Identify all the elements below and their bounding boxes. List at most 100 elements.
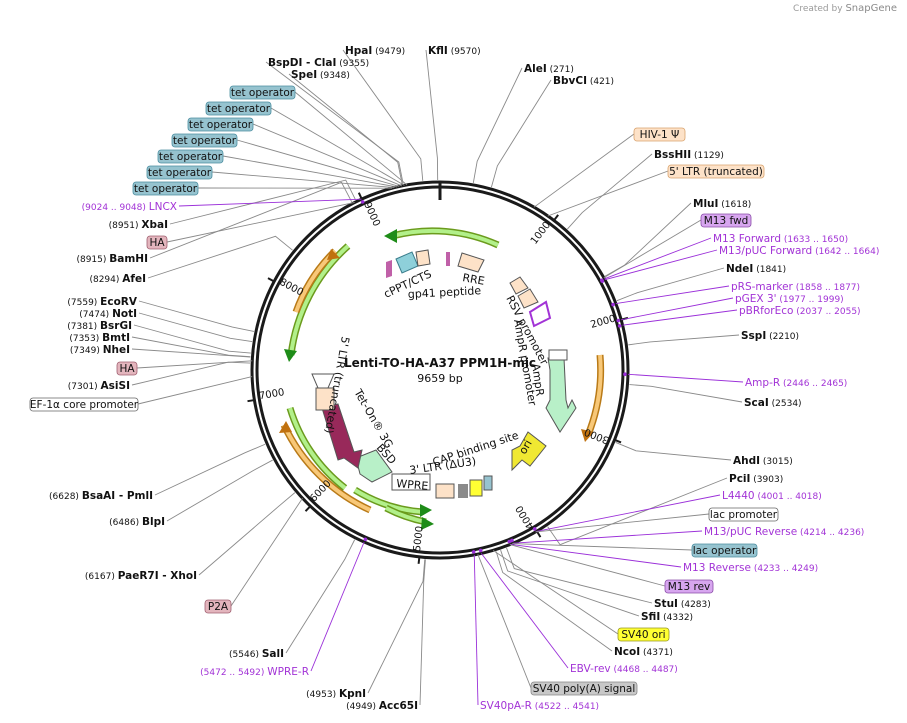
feature-ampr-promoter <box>548 349 568 361</box>
feature-box-label: HIV-1 Ψ <box>640 129 680 141</box>
feature-wpre-block <box>391 473 431 491</box>
box-leader <box>211 171 395 189</box>
primer-label: (5472 .. 5492) WPRE-R <box>200 666 309 678</box>
enzyme-leader <box>147 235 293 279</box>
feature-label-rre: RRE <box>461 271 485 288</box>
primer-label: EBV-rev (4468 .. 4487) <box>570 663 678 675</box>
enzyme-label: AhdI (3015) <box>733 455 793 467</box>
enzyme-leader <box>149 181 353 259</box>
arrowhead-lower-green-3 <box>421 517 434 530</box>
primer-site-mark <box>360 200 365 204</box>
feature-box-label: tet operator <box>134 183 198 195</box>
primer-label: pGEX 3' (1977 .. 1999) <box>735 293 844 305</box>
box-leader <box>603 219 702 279</box>
arrowhead-lower-orange <box>279 421 292 433</box>
primer-leader <box>604 249 718 281</box>
feature-box-label: tet operator <box>231 87 295 99</box>
feature-box <box>667 164 765 179</box>
feature-box <box>146 235 168 250</box>
arrowhead-left-green <box>284 349 297 362</box>
backbone-outer <box>250 180 630 560</box>
enzyme-label: (8294) AfeI <box>89 273 146 285</box>
enzyme-leader <box>506 547 653 604</box>
enzyme-leader <box>547 477 728 546</box>
enzyme-leader <box>198 492 296 576</box>
feature-arc-left-green-fill <box>289 244 350 356</box>
primer-leader <box>513 530 703 544</box>
feature-yellow-block <box>469 479 483 497</box>
feature-box <box>530 681 638 696</box>
feature-box-label: lac promoter <box>710 509 778 521</box>
feature-box <box>157 149 224 164</box>
box-leader <box>492 549 619 635</box>
primer-site-mark <box>623 372 627 376</box>
enzyme-leader <box>567 153 653 230</box>
enzyme-label: (8915) BamHI <box>76 253 148 265</box>
enzyme-label: ScaI (2534) <box>744 397 802 409</box>
primer-label: SV40pA-R (4522 .. 4541) <box>480 700 599 712</box>
primer-leader <box>473 554 479 706</box>
feature-label-ori: ori <box>516 438 534 457</box>
tick-mark <box>417 556 421 564</box>
primer-site-mark <box>600 279 605 283</box>
enzyme-label: (6167) PaeR7I - XhoI <box>85 570 197 582</box>
box-leader <box>137 376 253 405</box>
feature-box <box>617 627 670 642</box>
feature-box-label: 5' LTR (truncated) <box>669 166 763 178</box>
enzyme-label: HpaI (9479) <box>345 45 405 57</box>
feature-box-label: lac operator <box>693 545 757 557</box>
feature-box-label: M13 rev <box>668 581 711 593</box>
primer-leader <box>310 541 365 672</box>
enzyme-label: MluI (1618) <box>693 198 751 210</box>
feature-gray-block <box>458 484 468 498</box>
tick-label: 2000 <box>589 313 616 330</box>
primer-site-mark <box>617 324 622 328</box>
enzyme-label: BbvCI (421) <box>553 75 614 87</box>
enzyme-leader <box>629 384 743 403</box>
enzyme-leader <box>131 348 251 358</box>
tick-mark <box>553 214 559 222</box>
enzyme-leader <box>425 49 439 181</box>
feature-box-label: EF-1α core promoter <box>30 399 139 411</box>
primer-label: M13/pUC Reverse (4214 .. 4236) <box>704 526 864 538</box>
feature-box <box>633 127 686 142</box>
feature-box-label: P2A <box>208 601 229 613</box>
watermark-prefix: Created by <box>793 4 843 14</box>
feature-box <box>700 213 752 228</box>
feature-lacop-block <box>483 475 493 491</box>
feature-box <box>132 181 199 196</box>
primer-site-mark <box>616 318 621 323</box>
tick-label: 9000 <box>361 201 382 229</box>
tick-label: 1000 <box>529 220 553 247</box>
enzyme-leader <box>419 559 426 706</box>
primer-leader <box>604 237 712 280</box>
enzyme-label: (5546) SalI <box>229 648 284 660</box>
feature-arc-right-orange-fill <box>586 354 603 436</box>
primer-leader <box>627 373 744 383</box>
enzyme-label: StuI (4283) <box>654 598 711 610</box>
feature-box-label: tet operator <box>189 119 253 131</box>
feature-box-label: tet operator <box>207 103 271 115</box>
primer-leader <box>615 285 730 304</box>
feature-small-ltr <box>415 249 431 267</box>
feature-tiny-magenta <box>386 260 392 278</box>
feature-box-label: HA <box>149 237 165 249</box>
feature-box <box>664 579 714 594</box>
enzyme-label: NcoI (4371) <box>614 646 673 658</box>
primer-site-mark <box>532 527 537 531</box>
primer-site-mark <box>363 537 368 542</box>
feature-box <box>708 507 779 522</box>
feature-rsv-block-2 <box>517 288 539 309</box>
box-leader <box>230 497 303 607</box>
feature-cppt-block <box>395 251 419 274</box>
feature-ltr-bottom <box>435 483 455 499</box>
feature-teton-arrow <box>321 403 363 469</box>
feature-rre-block <box>457 252 485 273</box>
plasmid-length: 9659 bp <box>417 372 462 385</box>
enzyme-label: PciI (3903) <box>729 473 783 485</box>
tick-label: 8000 <box>277 277 305 299</box>
enzyme-label: (7559) EcoRV <box>67 296 137 308</box>
enzyme-label: (8951) XbaI <box>109 219 168 231</box>
labels-layer: HpaI (9479)KflI (9570)BspDI - ClaI (9355… <box>29 45 879 712</box>
